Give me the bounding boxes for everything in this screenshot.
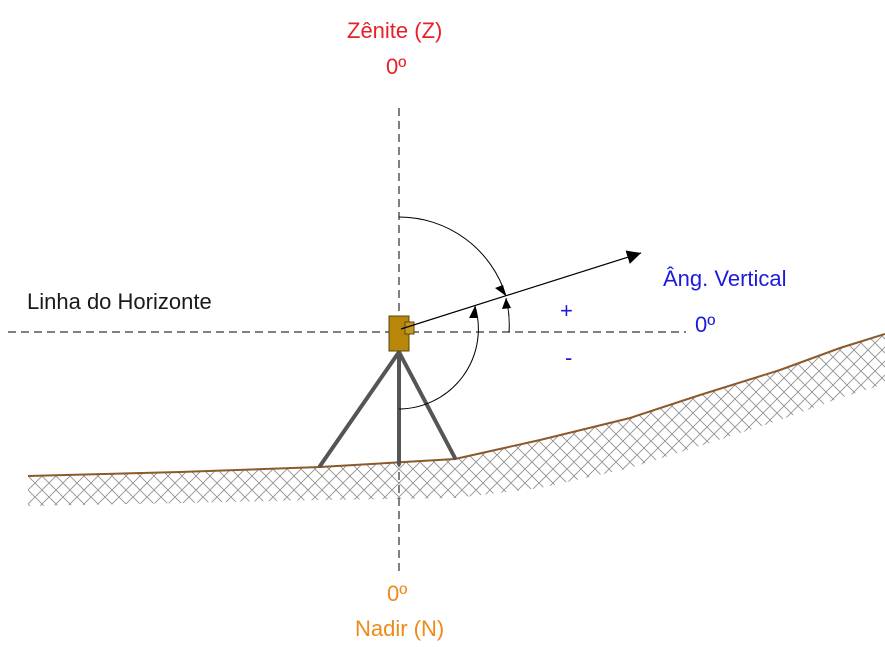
vertical-angle-label: Âng. Vertical: [663, 266, 787, 291]
nadir-angle-label: 0º: [387, 581, 408, 606]
ground-line: [27, 333, 885, 477]
horizon-label: Linha do Horizonte: [27, 289, 212, 314]
positive-sign-label: +: [560, 298, 573, 323]
vertical-angle-arrowhead: [502, 298, 511, 309]
nadir-angle-arrowhead: [469, 306, 478, 318]
nadir-label: Nadir (N): [355, 616, 445, 641]
tripod: [318, 350, 457, 468]
vertical-angle-zero-label: 0º: [695, 312, 716, 337]
negative-sign-label: -: [565, 345, 573, 370]
ground-hatch: [28, 334, 885, 506]
theodolite-icon: [388, 315, 415, 352]
zenith-angle-arrowhead: [495, 285, 506, 296]
nadir-angle-arc: [398, 305, 479, 410]
zenith-angle-label: 0º: [386, 54, 407, 79]
line-of-sight-arrow: [400, 250, 642, 330]
zenith-angle-arc: [398, 216, 507, 297]
zenith-label: Zênite (Z): [347, 18, 443, 43]
